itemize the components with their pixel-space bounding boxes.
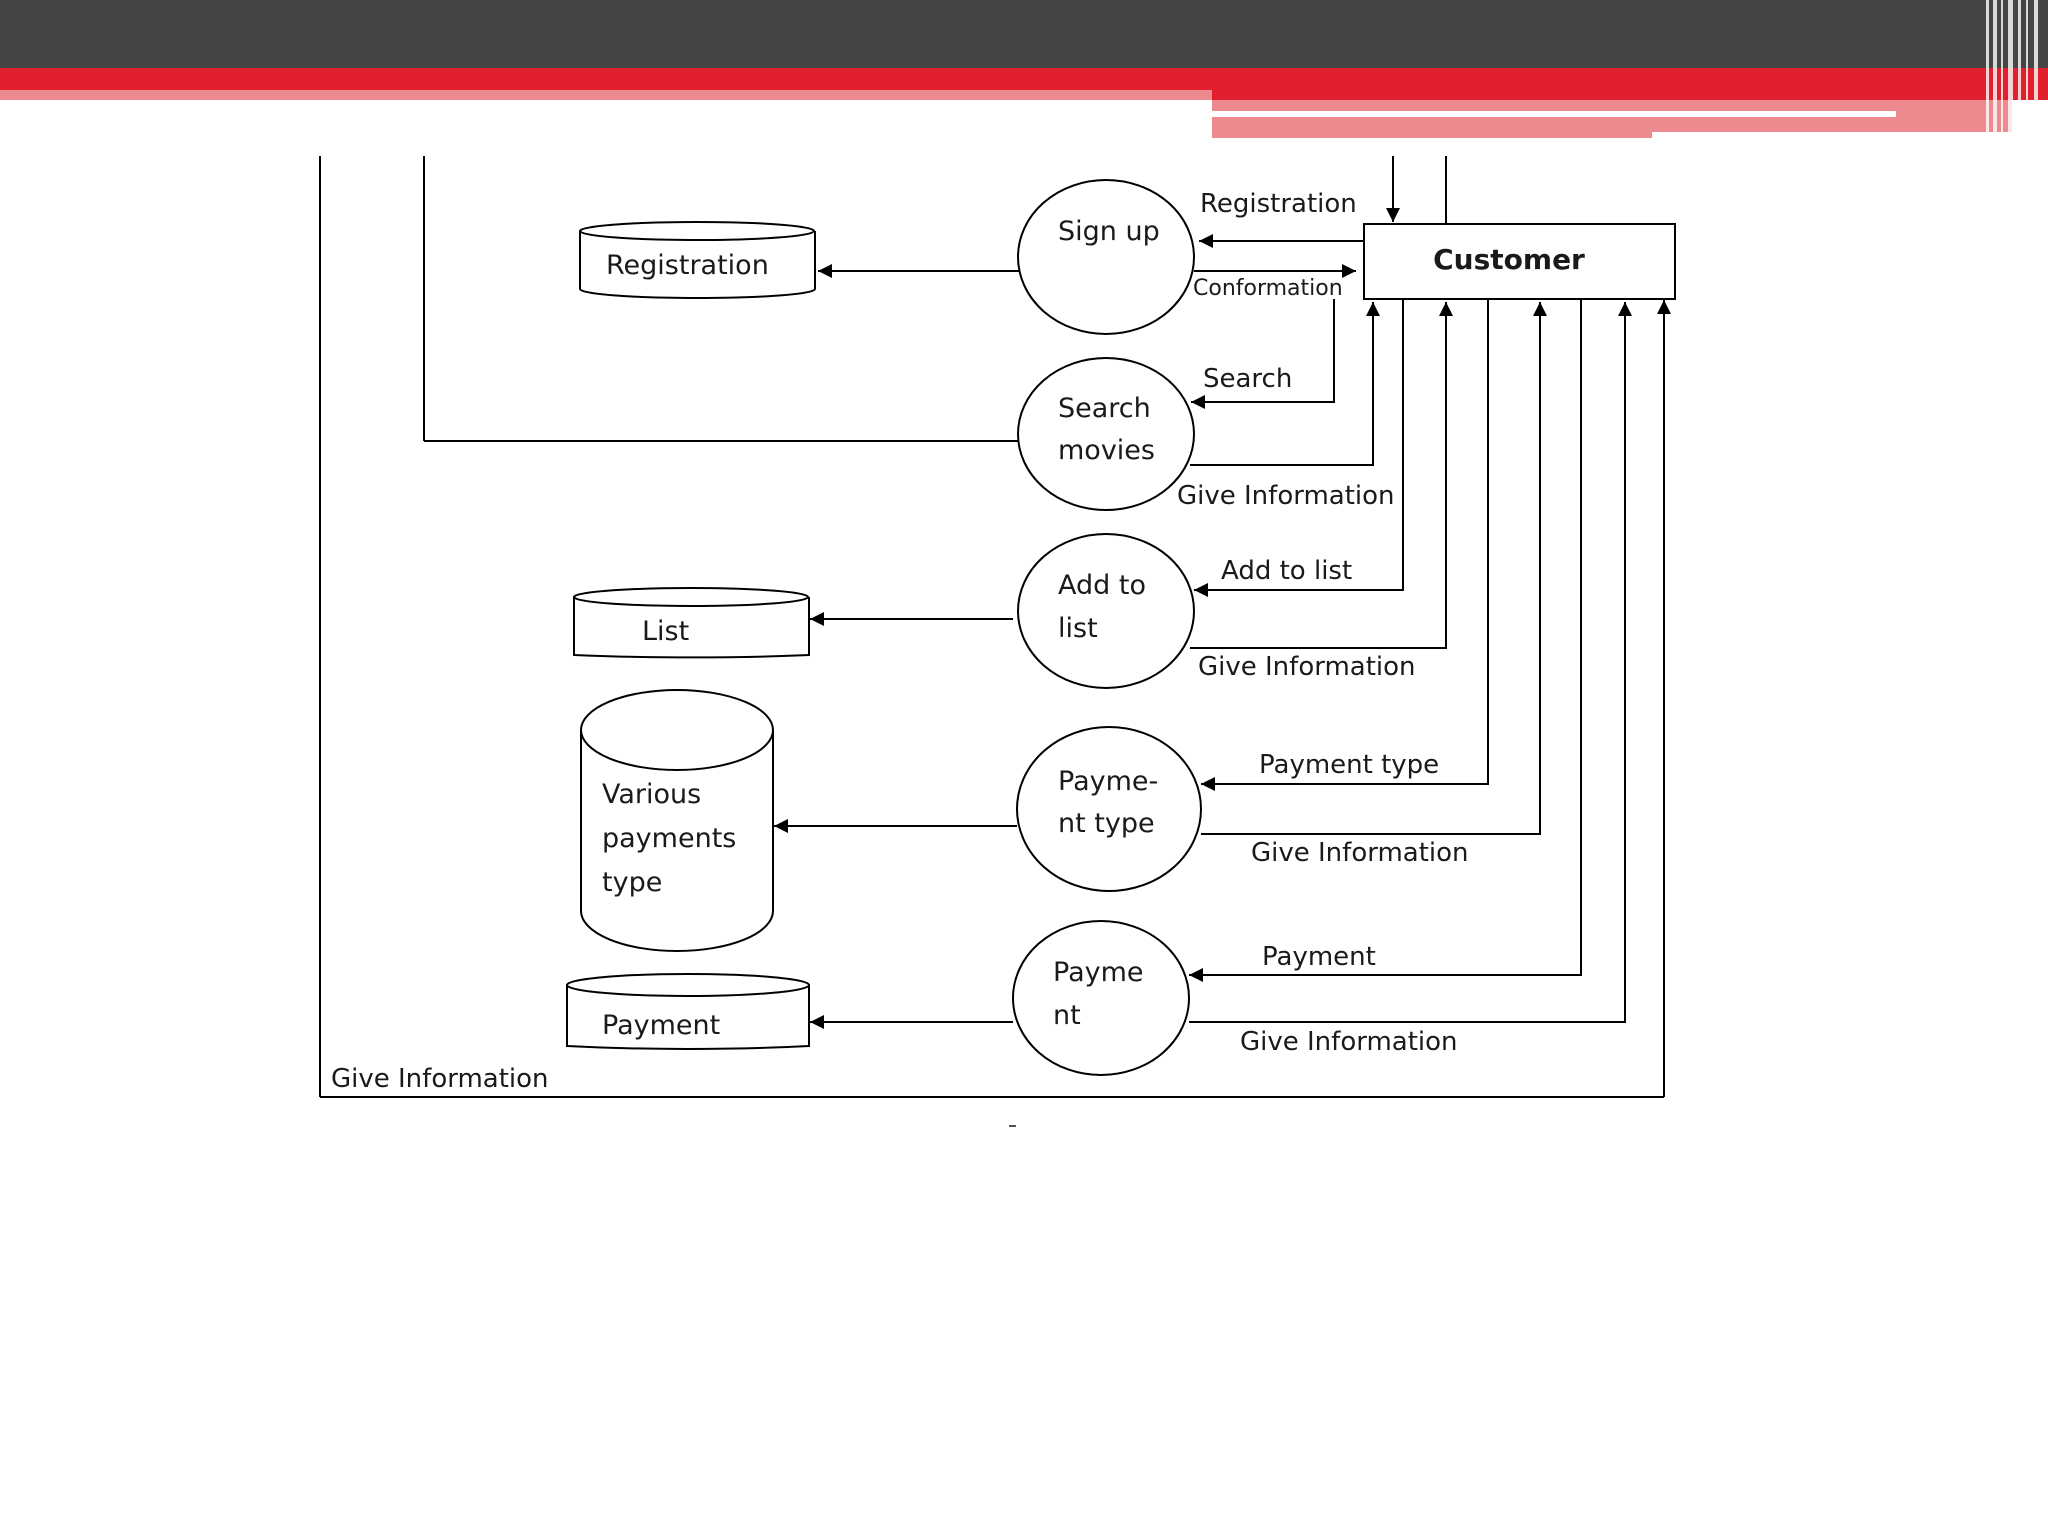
- flow-give-info-outer-label: Give Information: [331, 1064, 549, 1094]
- flow-payment-type-label: Payment type: [1259, 750, 1439, 780]
- flow-give-info-search-line: [1190, 302, 1380, 466]
- flow-give-info-payment-label: Give Information: [1240, 1027, 1458, 1057]
- header-dark-bar: [0, 0, 2048, 68]
- customer-entity: [1363, 223, 1676, 300]
- flow-search-label: Search: [1203, 364, 1292, 394]
- header-pink-band-right: [1212, 100, 2012, 138]
- process-search-movies: [1017, 357, 1195, 511]
- flow-give-info-search-label: Give Information: [1177, 481, 1395, 511]
- process-search-movies-label: Search movies: [1058, 393, 1159, 466]
- header-white-notch: [1652, 132, 2012, 140]
- process-payment-type: [1016, 726, 1202, 892]
- store-list: [573, 587, 810, 659]
- flow-give-info-payment-line: [1189, 302, 1632, 1023]
- store-payment: [566, 973, 810, 1050]
- flow-give-info-list-label: Give Information: [1198, 652, 1416, 682]
- header-white-stripe: [1212, 111, 1896, 117]
- customer-label: Customer: [1433, 243, 1585, 276]
- flow-payment-label: Payment: [1262, 942, 1376, 972]
- process-signup-label: Sign up: [1058, 216, 1160, 247]
- store-registration-label: Registration: [606, 250, 769, 281]
- flow-give-info-list-line: [1190, 302, 1453, 649]
- process-add-to-list: [1017, 533, 1195, 689]
- store-various-payments: [580, 689, 774, 952]
- store-various-payments-label: Various payments type: [602, 779, 745, 898]
- flow-search-line: [1191, 299, 1335, 409]
- flow-give-info-paytype-label: Give Information: [1251, 838, 1469, 868]
- process-signup: [1017, 179, 1195, 335]
- flow-add-to-list-label: Add to list: [1221, 556, 1352, 586]
- slide-header-band: [0, 0, 2048, 140]
- header-corner-bars: [1986, 0, 2038, 138]
- store-list-label: List: [642, 616, 689, 647]
- process-add-to-list-label: Add to list: [1058, 570, 1155, 644]
- flow-give-info-paytype-line: [1201, 302, 1547, 835]
- flow-payment-type-line: [1201, 299, 1489, 791]
- header-pink-stripe-left: [0, 90, 1212, 100]
- flow-add-to-list-line: [1194, 299, 1404, 597]
- store-registration: [579, 221, 816, 300]
- store-payment-label: Payment: [602, 1010, 720, 1041]
- process-payment-type-label: Payme- nt type: [1058, 766, 1167, 839]
- flow-payment-line: [1189, 299, 1582, 982]
- process-payment: [1012, 920, 1190, 1076]
- process-payment-label: Payme nt: [1053, 957, 1152, 1031]
- flow-conformation-label: Conformation: [1193, 276, 1343, 301]
- flow-registration-label: Registration: [1200, 189, 1357, 219]
